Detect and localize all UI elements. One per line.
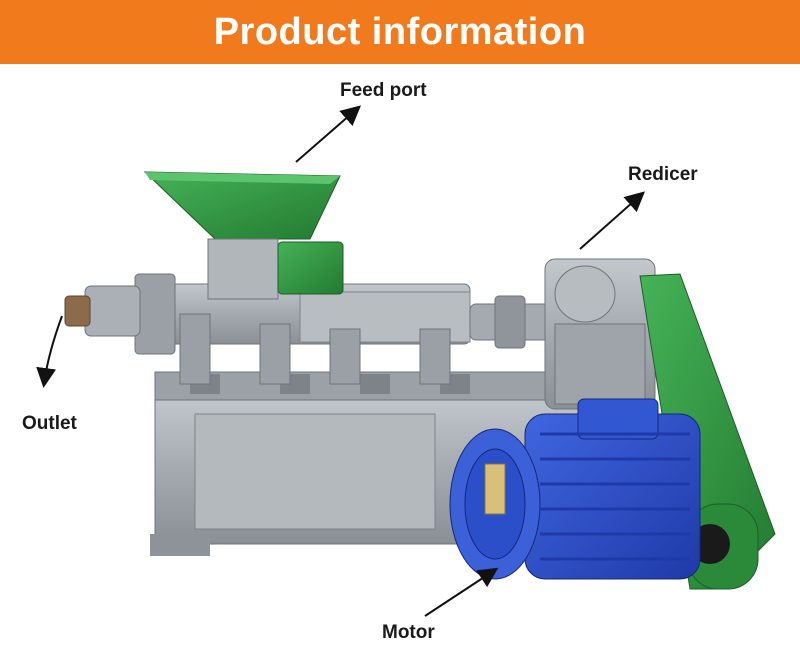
shaft-coupling: [469, 295, 551, 349]
motor-label: Motor: [382, 622, 435, 643]
motor-arrow: [424, 567, 499, 617]
page-title: Product information: [213, 10, 587, 53]
outlet-arrow: [36, 315, 63, 388]
electric-motor: [449, 398, 701, 580]
feed-hopper: [143, 171, 344, 300]
belt-guard: [639, 273, 776, 590]
feed-port-arrow: [295, 105, 362, 163]
outlet-label: Outlet: [22, 413, 77, 434]
product-figure: [0, 64, 800, 666]
reducer-arrow: [579, 191, 645, 250]
feed-port-label: Feed port: [340, 80, 427, 101]
machine-illustration: [36, 105, 776, 617]
outlet-nozzle: [64, 273, 176, 355]
header-banner: Product information: [0, 0, 800, 64]
reducer-gearbox: [544, 258, 656, 410]
reducer-label: Redicer: [628, 164, 698, 185]
